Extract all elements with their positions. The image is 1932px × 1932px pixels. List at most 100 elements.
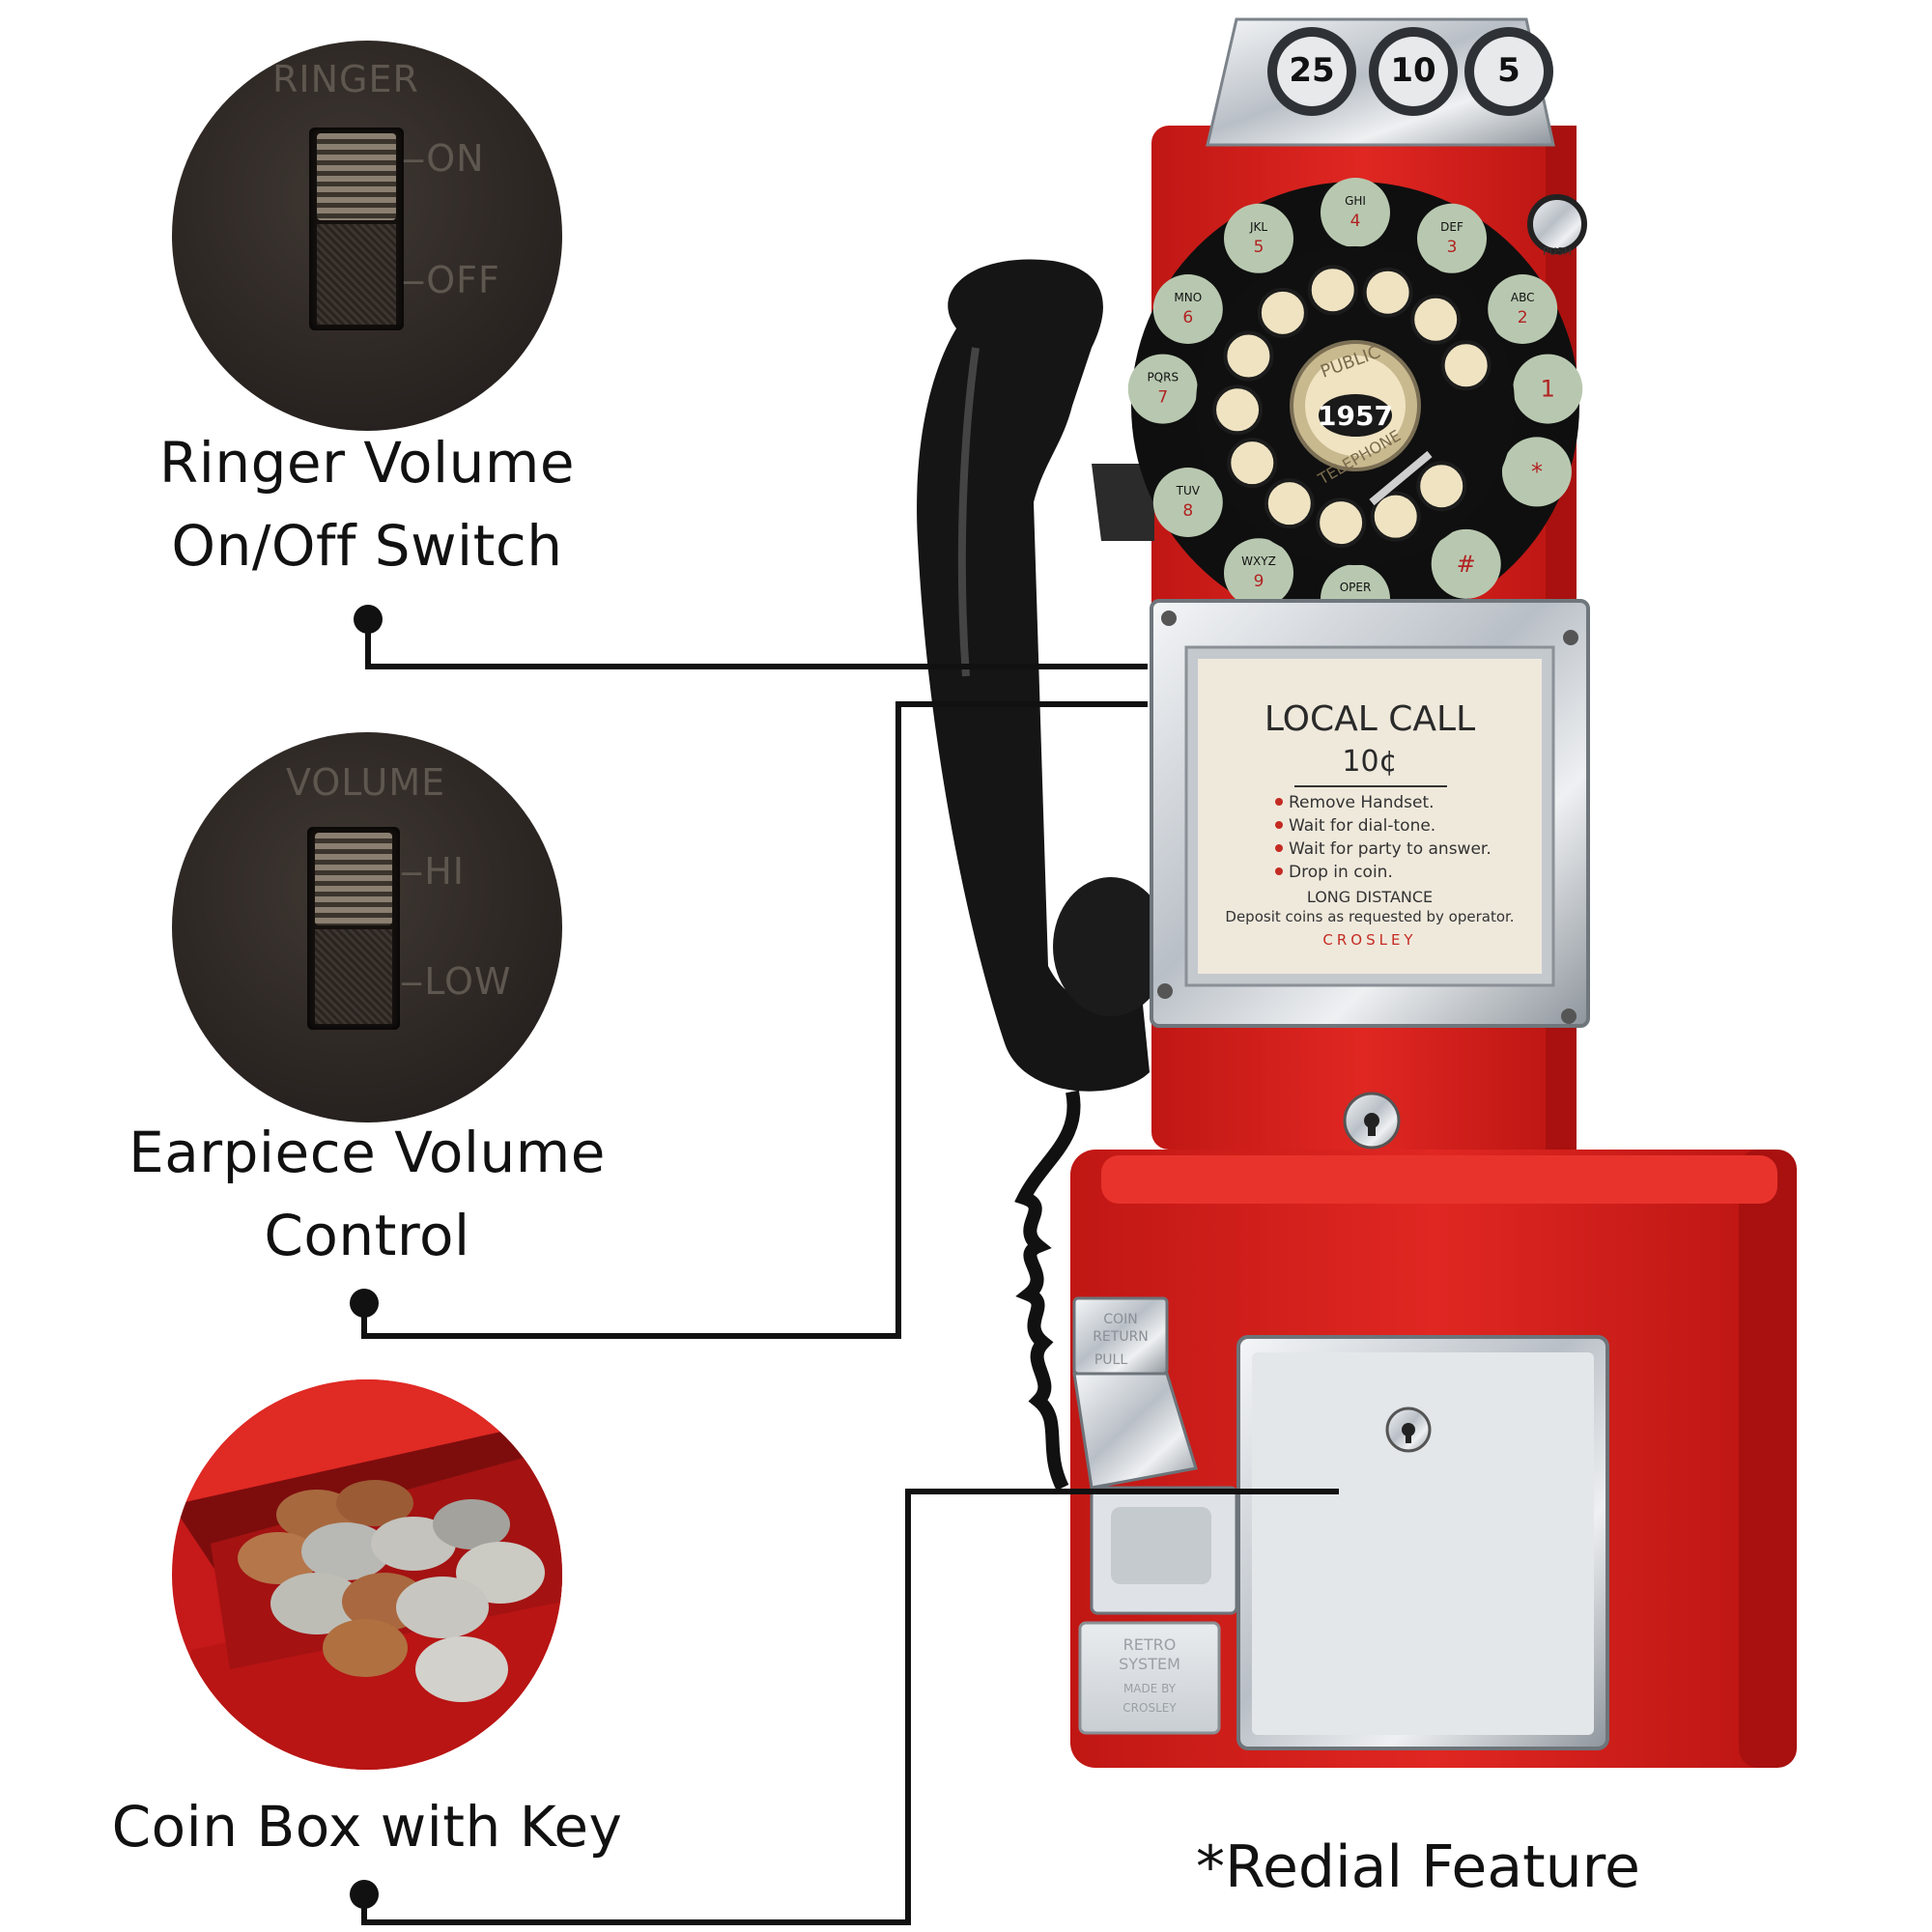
- dial-rim-petal: [1127, 354, 1198, 424]
- phone-lower-body-side: [1739, 1150, 1797, 1768]
- rotary-dial[interactable]: ABC2DEF3GHI4JKL5MNO6PQRS7TUV8WXYZ9OPER0#…: [1127, 178, 1583, 634]
- dial-finger-hole[interactable]: [1227, 438, 1278, 489]
- dial-rim-letters: DEF: [1440, 220, 1463, 234]
- dial-finger-hole[interactable]: [1212, 384, 1264, 436]
- frame-screw: [1157, 983, 1173, 999]
- dial-rim-letters: OPER: [1340, 581, 1372, 594]
- card-title: LOCAL CALL: [1264, 699, 1475, 739]
- card-long-distance: LONG DISTANCE: [1307, 888, 1433, 906]
- dial-finger-hole[interactable]: [1257, 287, 1308, 338]
- hook-switch[interactable]: [1092, 464, 1154, 541]
- dial-rim-petal: [1513, 354, 1583, 424]
- ringer-off-text: OFF: [426, 259, 500, 301]
- dash: ‒: [400, 960, 425, 1003]
- coin-slot-10: 10: [1390, 51, 1435, 90]
- dash: ‒: [402, 259, 427, 301]
- phone-lower-shelf: [1101, 1155, 1777, 1204]
- ringer-callout-label: Ringer Volume On/Off Switch: [97, 421, 638, 587]
- dial-rim-digit: 7: [1157, 388, 1168, 408]
- card-step-2: Wait for dial-tone.: [1289, 816, 1435, 836]
- dial-finger-hole[interactable]: [1223, 330, 1274, 382]
- earpiece-callout-label: Earpiece Volume Control: [97, 1111, 638, 1277]
- dial-rim-digit: 3: [1447, 238, 1458, 257]
- upper-keyhole[interactable]: [1343, 1092, 1401, 1150]
- dial-rim-letters: PQRS: [1147, 371, 1179, 384]
- dial-finger-hole[interactable]: [1410, 294, 1462, 345]
- dial-rim-letters: GHI: [1345, 194, 1366, 208]
- dial-rim-letters: WXYZ: [1241, 554, 1276, 568]
- dial-finger-hole[interactable]: [1307, 265, 1358, 316]
- dial-rim-petal: [1431, 528, 1501, 599]
- dial-rim-digit: 4: [1350, 212, 1361, 231]
- dial-finger-hole[interactable]: [1264, 478, 1315, 529]
- volume-switch-hi-label: ‒HI: [400, 850, 465, 893]
- dial-rim-digit: 9: [1254, 572, 1264, 591]
- ringer-switch-off-label: ‒OFF: [402, 259, 500, 301]
- handset[interactable]: [917, 259, 1169, 1092]
- plate-line-2: SYSTEM: [1119, 1655, 1180, 1673]
- coinbox-label-line1: Coin Box with Key: [111, 1794, 623, 1860]
- dial-rim-letters: JKL: [1249, 220, 1267, 234]
- coinbox-callout-label: Coin Box with Key: [97, 1785, 638, 1868]
- plate-line-3: MADE BY: [1123, 1682, 1177, 1695]
- coin-box-closeup: [172, 1379, 562, 1770]
- dial-rim-petal: [1224, 538, 1293, 609]
- dial-rim-petal: [1224, 203, 1293, 273]
- dial-rim-letters: MNO: [1174, 291, 1202, 304]
- dial-rim-petal: [1488, 274, 1558, 344]
- earpiece-label-line2: Control: [264, 1203, 470, 1268]
- volume-switch-knob[interactable]: [315, 833, 392, 925]
- card-price: 10¢: [1342, 745, 1397, 779]
- dial-rim-petal: [1321, 178, 1390, 247]
- instruction-card: [1198, 659, 1542, 974]
- coin-return-label-1: COIN: [1103, 1312, 1137, 1327]
- dial-finger-hole[interactable]: [1440, 340, 1492, 391]
- volume-hi-text: HI: [424, 850, 465, 893]
- dash: ‒: [402, 137, 427, 180]
- dial-rim-petal: [1152, 274, 1223, 344]
- ringer-switch-title: RINGER: [272, 58, 419, 100]
- redial-push-button[interactable]: [1527, 194, 1587, 254]
- dial-finger-holes: [1212, 265, 1492, 549]
- earpiece-leader-line: [361, 701, 1148, 1339]
- maker-plate: [1078, 1621, 1221, 1735]
- earpiece-label-line1: Earpiece Volume: [128, 1120, 606, 1185]
- coin-return-label-3: PULL: [1094, 1352, 1127, 1368]
- dial-rim-digit: #: [1457, 551, 1476, 578]
- dial-rim-letters: TUV: [1176, 484, 1201, 497]
- coiled-cord: [1014, 1090, 1081, 1492]
- dial-finger-hole[interactable]: [1416, 461, 1467, 512]
- card-steps: [1275, 798, 1283, 875]
- coin-box-door[interactable]: [1236, 1335, 1609, 1750]
- dial-rim-digit: 6: [1182, 308, 1193, 327]
- coin-slot-5: 5: [1497, 51, 1520, 90]
- earpiece-volume-closeup: VOLUME ‒HI ‒LOW: [172, 732, 562, 1122]
- redial-footnote: *Redial Feature: [1196, 1833, 1640, 1901]
- dial-center-year: 1957: [1318, 400, 1393, 432]
- coin-box-illustration: [172, 1379, 562, 1770]
- volume-switch-low-label: ‒LOW: [400, 960, 512, 1003]
- volume-switch-grip: [315, 929, 392, 1024]
- plate-line-4: CROSLEY: [1122, 1701, 1177, 1715]
- dial-finger-hole[interactable]: [1362, 267, 1413, 318]
- dial-rim-petal: [1152, 468, 1223, 537]
- finger-stop: [1369, 450, 1433, 506]
- dial-rim-digit: 5: [1254, 238, 1264, 257]
- frame-screw: [1563, 630, 1578, 645]
- card-brand: CROSLEY: [1322, 931, 1416, 949]
- card-step-3: Wait for party to answer.: [1289, 839, 1492, 859]
- card-step-4: Drop in coin.: [1289, 863, 1393, 882]
- dial-rim-letters: ABC: [1511, 291, 1535, 304]
- ringer-label-line1: Ringer Volume: [158, 430, 576, 496]
- dial-finger-hole[interactable]: [1370, 491, 1421, 542]
- dial-rim-petal: [1501, 437, 1572, 507]
- ringer-on-text: ON: [426, 137, 485, 180]
- ringer-switch-knob[interactable]: [317, 133, 396, 220]
- frame-screw: [1161, 611, 1177, 626]
- coin-box-lid: [172, 1379, 562, 1505]
- dial-rim-digit: 2: [1518, 308, 1528, 327]
- dial-finger-hole[interactable]: [1316, 497, 1367, 549]
- volume-low-text: LOW: [424, 960, 512, 1003]
- coin-slots: [1267, 27, 1553, 116]
- coin-return-lever[interactable]: [1072, 1296, 1238, 1615]
